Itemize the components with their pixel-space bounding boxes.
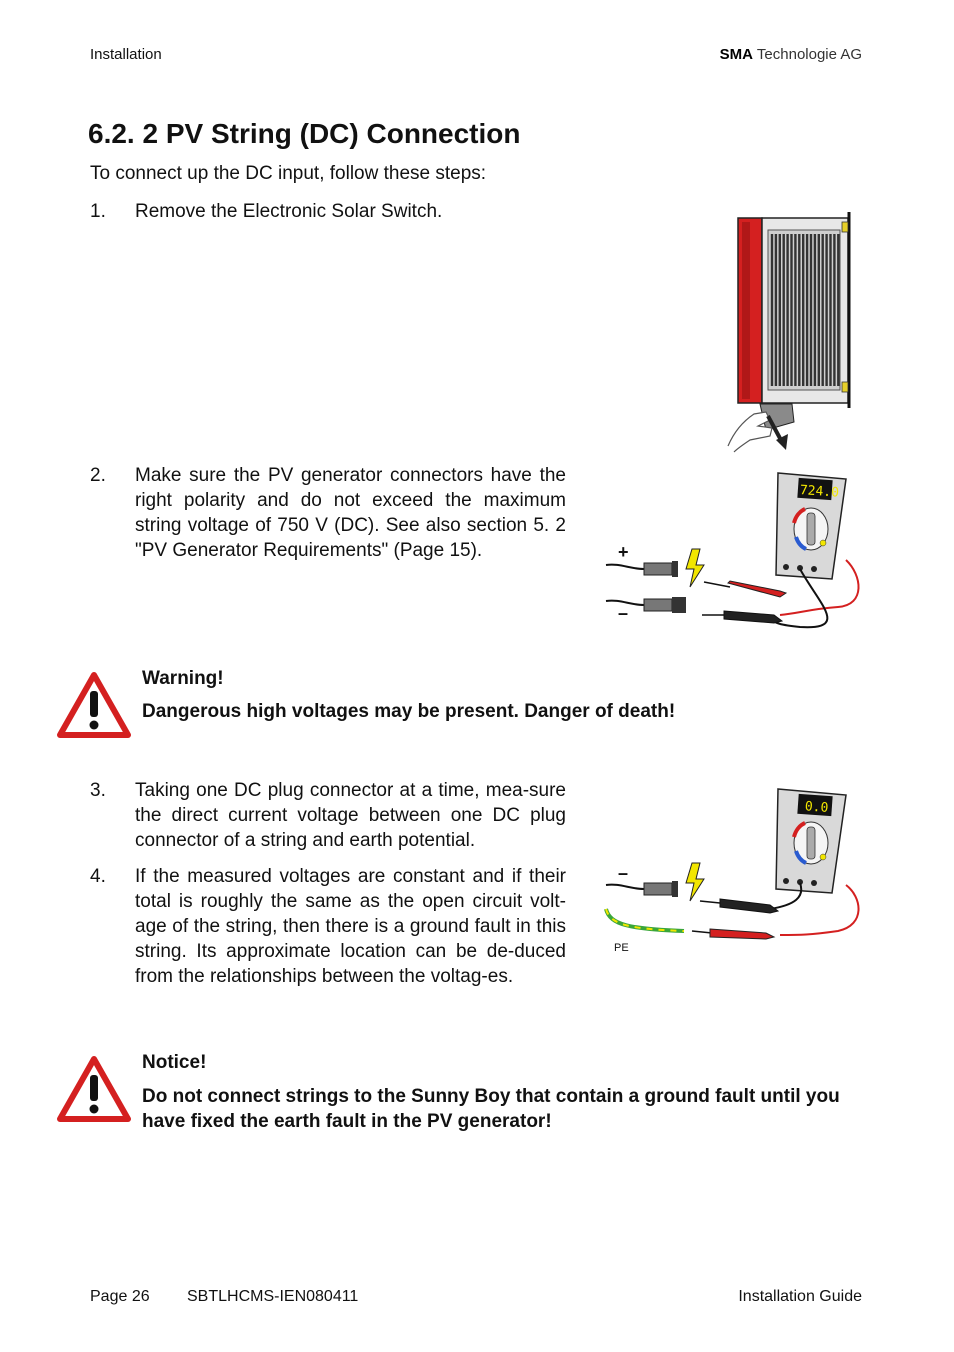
notice-title: Notice! bbox=[142, 1052, 207, 1073]
step-3: 3. Taking one DC plug connector at a tim… bbox=[90, 778, 566, 853]
plus-label: + bbox=[618, 542, 629, 562]
inverter-ess-figure bbox=[727, 212, 851, 453]
footer-page: Page 26 bbox=[90, 1288, 150, 1305]
warning-title: Warning! bbox=[142, 668, 224, 689]
intro-text: To connect up the DC input, follow these… bbox=[90, 163, 487, 184]
step-2: 2. Make sure the PV generator connectors… bbox=[90, 463, 566, 563]
step-text: Remove the Electronic Solar Switch. bbox=[135, 201, 443, 222]
step-1: 1. Remove the Electronic Solar Switch. bbox=[90, 199, 566, 224]
meter-display: 0.0 bbox=[804, 799, 828, 816]
footer-guide: Installation Guide bbox=[738, 1288, 862, 1305]
step-number: 3. bbox=[90, 780, 106, 801]
step-4: 4. If the measured voltages are constant… bbox=[90, 864, 566, 1014]
step-number: 4. bbox=[90, 866, 106, 887]
meter-display: 724.0 bbox=[799, 483, 839, 501]
multimeter-string-figure: 724.0 + – bbox=[605, 472, 860, 629]
step-number: 1. bbox=[90, 201, 106, 222]
header-section: Installation bbox=[90, 46, 162, 63]
company-bold: SMA bbox=[719, 46, 754, 63]
multimeter-ground-figure: 0.0 – PE bbox=[604, 788, 860, 954]
step-text: Taking one DC plug connector at a time, … bbox=[135, 780, 566, 851]
step-text: Make sure the PV generator connectors ha… bbox=[135, 465, 566, 561]
minus-label: – bbox=[618, 863, 628, 883]
company-rest: Technologie AG bbox=[756, 46, 862, 63]
pe-label: PE bbox=[614, 942, 629, 954]
header-company: SMA Technologie AG bbox=[720, 46, 862, 63]
warning-text: Dangerous high voltages may be present. … bbox=[142, 701, 676, 722]
page-title: 6.2. 2 PV String (DC) Connection bbox=[88, 118, 521, 149]
warning-triangle-icon bbox=[57, 672, 131, 738]
footer-doc-id: SBTLHCMS-IEN080411 bbox=[187, 1288, 359, 1305]
step-number: 2. bbox=[90, 465, 106, 486]
notice-triangle-icon bbox=[57, 1056, 131, 1122]
minus-label: – bbox=[618, 603, 628, 623]
notice-text: Do not connect strings to the Sunny Boy … bbox=[142, 1086, 840, 1132]
step-text: If the measured voltages are constant an… bbox=[135, 866, 566, 987]
